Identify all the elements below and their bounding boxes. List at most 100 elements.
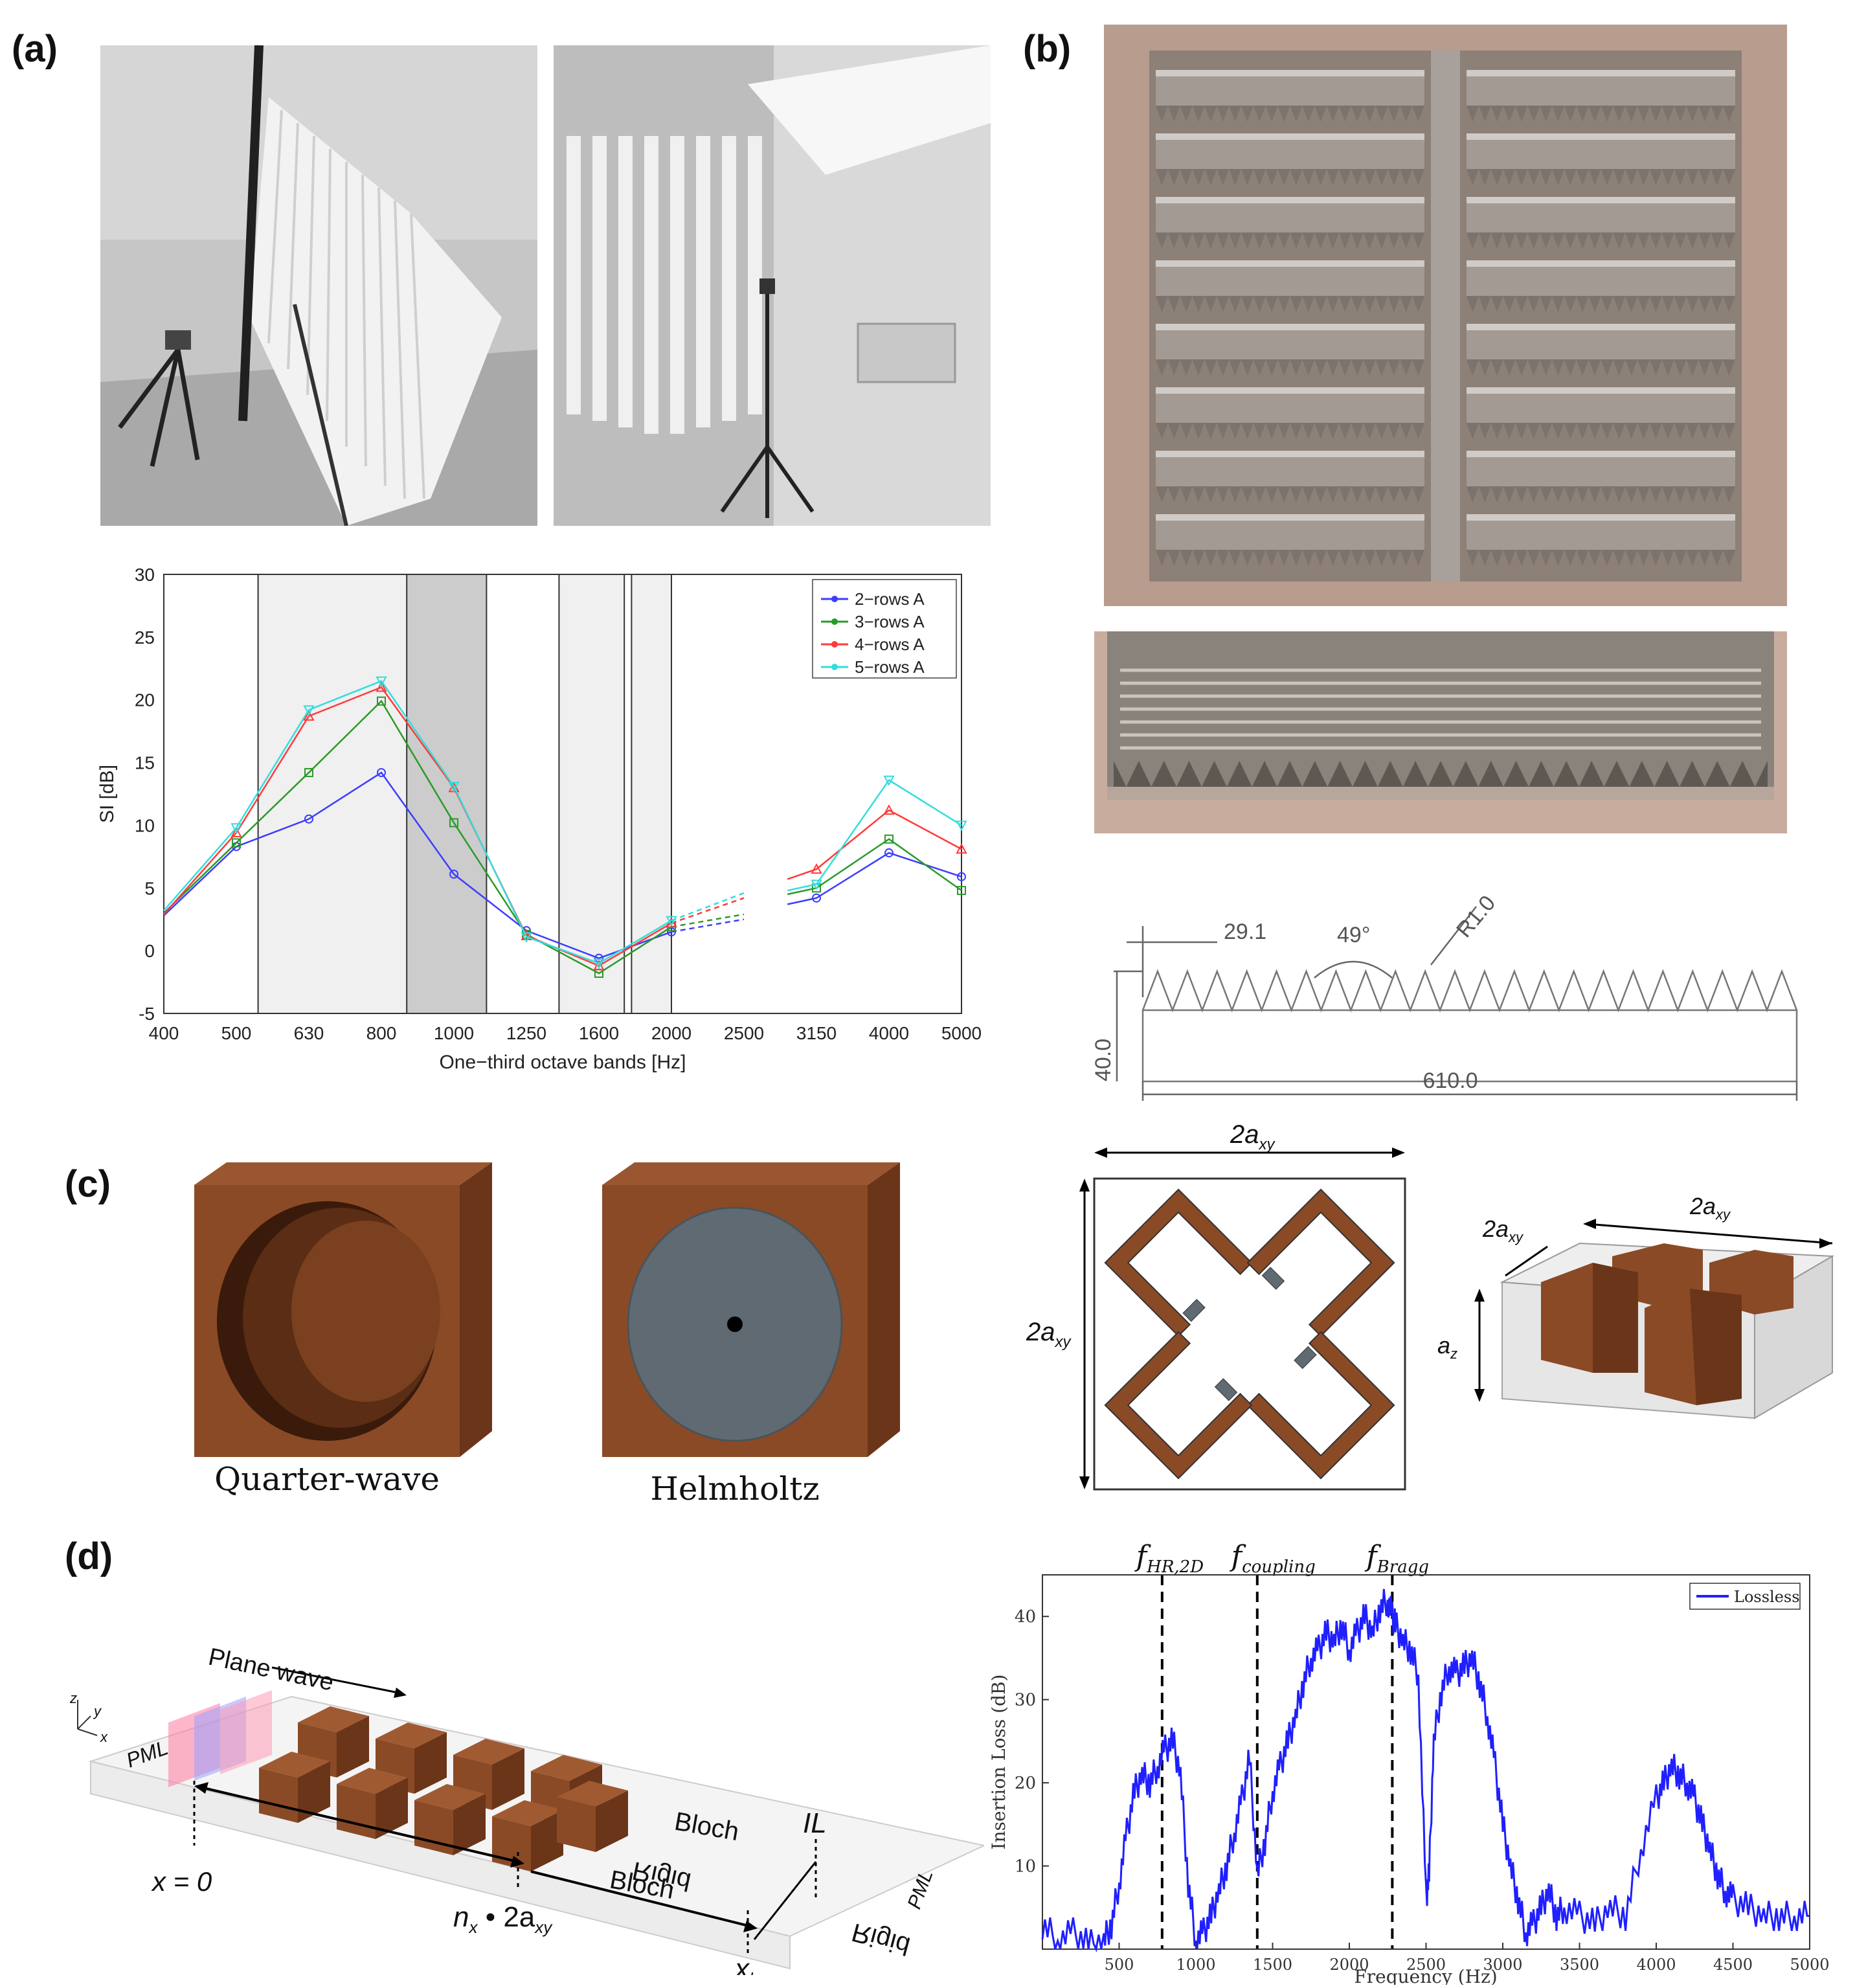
chart-a-point-2-1 <box>230 826 242 838</box>
chart-a-point-3-3 <box>376 676 387 687</box>
label-x0: x = 0 <box>151 1866 212 1897</box>
chart-a-ylabel: SI [dB] <box>96 765 118 823</box>
chart-a-legend: 2−rows A3−rows A4−rows A5−rows A <box>812 579 957 679</box>
label-xl: x <box>734 1953 750 1975</box>
label-rigid-bottom: Rigid <box>849 1917 913 1960</box>
chart-a-point-1-4 <box>449 818 458 828</box>
chart-d-xtick-6: 3500 <box>1560 1956 1599 1974</box>
chart-a-point-1-10 <box>884 834 894 844</box>
chart-a-xtick-3: 800 <box>366 1023 397 1043</box>
chart-a-ytick-6: 25 <box>135 627 155 648</box>
cube-helmholtz <box>589 1159 913 1483</box>
label-nx-sub: x <box>467 1917 478 1937</box>
chart-d-ytick-3: 40 <box>1015 1607 1036 1627</box>
cube-quarter-wave <box>181 1159 505 1483</box>
chart-a-series-tail-2 <box>787 809 962 880</box>
chart-a-series-2 <box>163 686 672 967</box>
chart-d-xtick-0: 500 <box>1105 1956 1134 1974</box>
waveguide-cube-8 <box>557 1781 628 1852</box>
chart-a-legend-marker-1 <box>831 618 838 625</box>
chart-a-point-3-6 <box>593 958 605 969</box>
dim-radius: R1.0 <box>1452 894 1500 942</box>
chart-a-point-1-11 <box>957 886 966 896</box>
chart-a-band-1 <box>407 574 487 1013</box>
chart-a-point-2-2 <box>303 710 315 721</box>
chart-a-point-2-11 <box>956 843 967 854</box>
chart-a-xtick-11: 5000 <box>941 1023 982 1043</box>
chart-a-point-1-1 <box>232 838 241 848</box>
chart-d-xtick-3: 2000 <box>1329 1956 1369 1974</box>
chart-d-xtick-2: 1500 <box>1253 1956 1292 1974</box>
chart-a-legend-label-1: 3−rows A <box>855 612 925 631</box>
dim-iso-z-sub: z <box>1450 1346 1457 1362</box>
chart-d-xtick-5: 3000 <box>1483 1956 1522 1974</box>
chart-a-series-3 <box>163 680 672 964</box>
chart-a-legend-label-0: 2−rows A <box>855 589 925 609</box>
chart-a-legend-label-3: 5−rows A <box>855 657 925 677</box>
svg-text:2axy: 2axy <box>1026 1318 1072 1351</box>
chart-a-point-0-7 <box>667 927 676 937</box>
dim-iso-z: a <box>1437 1332 1450 1359</box>
chart-a-point-3-5 <box>521 932 532 943</box>
chart-a-legend-marker-2 <box>831 641 838 648</box>
dim-length: 610.0 <box>1422 1068 1478 1093</box>
chart-d-xtick-8: 4500 <box>1713 1956 1753 1974</box>
axes-x: x <box>100 1729 108 1745</box>
chart-a-legend-marker-0 <box>831 596 838 602</box>
chart-a-series-tail-1 <box>787 838 962 896</box>
waveguide-cube-1 <box>376 1723 447 1794</box>
chart-a-series-dash-1 <box>671 913 745 928</box>
chart-a-band-3 <box>631 574 671 1013</box>
dim-height: 40.0 <box>1091 1039 1116 1081</box>
drawing-sawtooth: 29.1 49° R1.0 40.0 610.0 <box>1088 891 1806 1114</box>
waveguide-cube-4 <box>259 1752 330 1823</box>
chart-a-series-dash-0 <box>671 918 745 933</box>
chart-a-point-3-10 <box>883 775 895 786</box>
chart-a-xtick-6: 1600 <box>579 1023 619 1043</box>
chart-a-point-3-9 <box>811 879 822 890</box>
chart-a-point-0-4 <box>449 869 458 879</box>
chart-a-point-2-9 <box>811 863 822 874</box>
panel-label-b: (b) <box>1023 28 1072 70</box>
legend-lossless: Lossless <box>1734 1588 1800 1606</box>
chart-a-band-0 <box>258 574 407 1013</box>
c-resonator-1 <box>1246 1188 1395 1337</box>
caption-quarter-wave: Quarter-wave <box>214 1460 440 1498</box>
chart-a-series-1 <box>163 699 672 975</box>
panel-label-a: (a) <box>12 28 58 70</box>
chart-d-marker-label-2: fBragg <box>1364 1540 1429 1577</box>
chart-d-ytick-0: 10 <box>1015 1857 1036 1877</box>
chart-a-ytick-4: 15 <box>135 753 155 773</box>
chart-d-xtick-1: 1000 <box>1176 1956 1215 1974</box>
chart-d-ytick-2: 30 <box>1015 1691 1036 1710</box>
label-nx-rest-sub: xy <box>534 1917 553 1937</box>
chart-a-xtick-7: 2000 <box>651 1023 691 1043</box>
c-resonator-3 <box>1104 1331 1253 1480</box>
svg-text:2axy: 2axy <box>1689 1193 1731 1223</box>
chart-a-point-3-11 <box>956 820 967 831</box>
chart-a-point-2-10 <box>883 804 895 815</box>
chart-a-series-dash-3 <box>671 892 745 921</box>
chart-a-xtick-10: 4000 <box>869 1023 909 1043</box>
tripod-left <box>118 348 200 467</box>
dim-angle: 49° <box>1337 923 1370 947</box>
photo-barrier-outdoor <box>100 45 537 526</box>
chart-a-band-2 <box>559 574 625 1013</box>
chart-a-ytick-7: 30 <box>135 565 155 585</box>
chart-a-ytick-2: 5 <box>144 878 155 898</box>
dim-top: 2a <box>1230 1120 1259 1149</box>
chart-a-point-3-2 <box>303 705 315 716</box>
label-nx-rest: • 2a <box>477 1901 535 1933</box>
dim-tooth: 29.1 <box>1224 920 1266 944</box>
dim-iso-a: 2a <box>1482 1215 1509 1242</box>
dim-iso-b: 2a <box>1689 1193 1716 1219</box>
unit-cell-plan: 2axy 2axy <box>1010 1117 1463 1506</box>
chart-a-point-0-3 <box>377 768 386 778</box>
chart-a-point-2-3 <box>376 681 387 692</box>
chart-a-xtick-5: 1250 <box>506 1023 546 1043</box>
chart-d-ytick-1: 20 <box>1015 1774 1036 1793</box>
dim-top-sub: xy <box>1259 1136 1276 1153</box>
chart-a-xtick-9: 3150 <box>796 1023 837 1043</box>
